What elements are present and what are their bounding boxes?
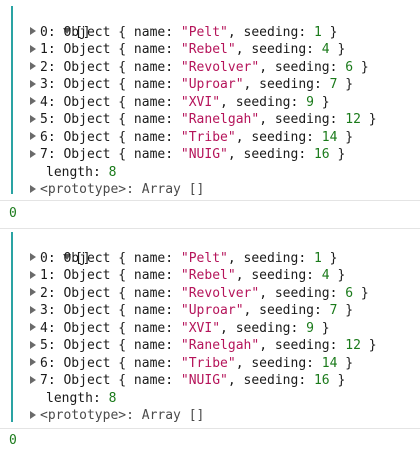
array-item[interactable]: 3: Object { name: "Uproar", seeding: 7 }: [30, 302, 353, 320]
seeding-value: 9: [306, 320, 314, 336]
seeding-value: 6: [345, 285, 354, 301]
group-gutter: [11, 6, 13, 194]
array-item[interactable]: 2: Object { name: "Revolver", seeding: 6…: [30, 59, 369, 77]
array-length: length: 8: [46, 164, 117, 180]
name-value: "Tribe": [180, 355, 236, 371]
seeding-value: 9: [306, 94, 314, 110]
collapsed-arrow-icon[interactable]: [30, 114, 36, 123]
array-item[interactable]: 6: Object { name: "Tribe", seeding: 14 }: [30, 355, 353, 373]
row-divider: [0, 428, 420, 429]
array-output-1: [] 0: Object { name: "Pelt", seeding: 1 …: [0, 0, 420, 198]
array-item[interactable]: 5: Object { name: "Ranelgah", seeding: 1…: [30, 337, 377, 355]
array-item[interactable]: 5: Object { name: "Ranelgah", seeding: 1…: [30, 111, 377, 129]
expanded-arrow-icon[interactable]: [62, 254, 71, 260]
collapsed-arrow-icon[interactable]: [30, 27, 36, 35]
length-value: 8: [108, 390, 117, 406]
array-length: length: 8: [46, 390, 117, 406]
seeding-value: 12: [345, 338, 361, 353]
array-item[interactable]: 3: Object { name: "Uproar", seeding: 7 }: [30, 76, 353, 94]
collapsed-arrow-icon[interactable]: [30, 97, 36, 105]
collapsed-arrow-icon[interactable]: [30, 410, 36, 419]
name-value: "Rebel": [180, 268, 236, 283]
group-gutter: [11, 232, 13, 422]
array-prototype[interactable]: <prototype>: Array []: [30, 181, 204, 199]
name-value: "Pelt": [180, 24, 228, 40]
name-value: "XVI": [180, 320, 221, 336]
seeding-value: 16: [313, 147, 330, 162]
name-value: "Tribe": [180, 129, 236, 145]
name-value: "Uproar": [180, 77, 244, 92]
collapsed-arrow-icon[interactable]: [30, 184, 36, 193]
array-output-2: [] 0: Object { name: "Pelt", seeding: 1 …: [0, 226, 420, 426]
seeding-value: 14: [321, 129, 338, 145]
collapsed-arrow-icon[interactable]: [30, 44, 36, 53]
expanded-arrow-icon[interactable]: [62, 28, 71, 34]
array-item[interactable]: 1: Object { name: "Rebel", seeding: 4 }: [30, 267, 345, 285]
seeding-value: 4: [321, 268, 330, 283]
array-prototype[interactable]: <prototype>: Array []: [30, 407, 204, 425]
collapsed-arrow-icon[interactable]: [30, 305, 36, 314]
array-bracket: []: [74, 250, 91, 266]
collapsed-arrow-icon[interactable]: [30, 358, 36, 366]
seeding-value: 14: [321, 355, 338, 371]
seeding-value: 4: [321, 42, 330, 57]
array-item[interactable]: 4: Object { name: "XVI", seeding: 9 }: [30, 94, 330, 112]
array-header[interactable]: []: [16, 232, 91, 266]
array-item[interactable]: 2: Object { name: "Revolver", seeding: 6…: [30, 285, 369, 303]
name-value: "Pelt": [180, 250, 228, 266]
return-value: 0: [9, 433, 17, 448]
name-value: "Uproar": [180, 303, 244, 318]
row-divider: [0, 200, 420, 201]
array-bracket: []: [74, 24, 91, 40]
seeding-value: 1: [313, 250, 322, 266]
array-item[interactable]: 6: Object { name: "Tribe", seeding: 14 }: [30, 129, 353, 147]
array-item[interactable]: 1: Object { name: "Rebel", seeding: 4 }: [30, 41, 345, 59]
collapsed-arrow-icon[interactable]: [30, 288, 36, 296]
array-header[interactable]: []: [16, 6, 91, 40]
array-item[interactable]: 7: Object { name: "NUIG", seeding: 16 }: [30, 372, 345, 390]
name-value: "NUIG": [180, 373, 228, 388]
collapsed-arrow-icon[interactable]: [30, 375, 36, 384]
name-value: "Revolver": [180, 59, 260, 75]
array-item[interactable]: 0: Object { name: "Pelt", seeding: 1 }: [30, 24, 337, 42]
array-item[interactable]: 7: Object { name: "NUIG", seeding: 16 }: [30, 146, 345, 164]
name-value: "Rebel": [180, 42, 236, 57]
collapsed-arrow-icon[interactable]: [30, 79, 36, 88]
return-value: 0: [9, 206, 17, 221]
name-value: "NUIG": [180, 147, 228, 162]
seeding-value: 7: [329, 77, 338, 92]
name-value: "Revolver": [180, 285, 260, 301]
row-divider: [0, 228, 420, 229]
collapsed-arrow-icon[interactable]: [30, 149, 36, 158]
collapsed-arrow-icon[interactable]: [30, 132, 36, 140]
collapsed-arrow-icon[interactable]: [30, 340, 36, 349]
seeding-value: 16: [313, 373, 330, 388]
length-value: 8: [108, 164, 117, 180]
name-value: "XVI": [180, 94, 221, 110]
seeding-value: 7: [329, 303, 338, 318]
collapsed-arrow-icon[interactable]: [30, 323, 36, 331]
seeding-value: 6: [345, 59, 354, 75]
collapsed-arrow-icon[interactable]: [30, 270, 36, 279]
array-item[interactable]: 4: Object { name: "XVI", seeding: 9 }: [30, 320, 330, 338]
seeding-value: 1: [313, 24, 322, 40]
name-value: "Ranelgah": [180, 338, 260, 353]
seeding-value: 12: [345, 112, 361, 127]
collapsed-arrow-icon[interactable]: [30, 253, 36, 261]
collapsed-arrow-icon[interactable]: [30, 62, 36, 70]
name-value: "Ranelgah": [180, 112, 260, 127]
array-item[interactable]: 0: Object { name: "Pelt", seeding: 1 }: [30, 250, 337, 268]
